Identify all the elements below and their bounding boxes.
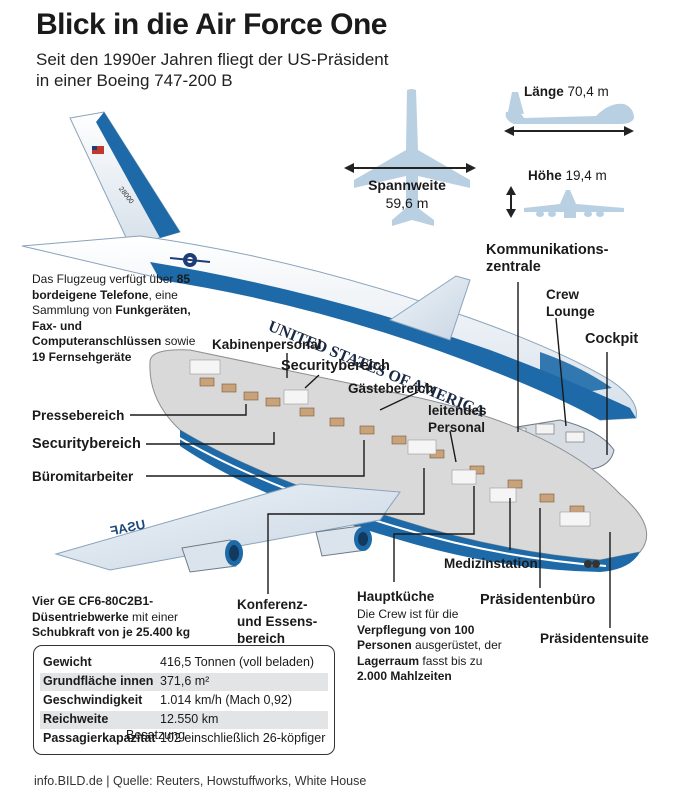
specs-table: Gewicht 416,5 Tonnen (voll beladen) Grun… <box>33 645 335 755</box>
label-gaestebereich: Gästebereich <box>348 381 434 396</box>
spec-key: Grundfläche innen <box>43 674 154 688</box>
intro-text: Das Flugzeug verfügt über 85 bordeigene … <box>32 272 207 365</box>
label-konferenz-line2: und Essens- <box>237 614 318 629</box>
height-value: 19,4 m <box>565 168 607 183</box>
side-view-silhouette <box>505 92 634 124</box>
intro-b3: 19 Fernsehgeräte <box>32 349 132 364</box>
intro-t3: sowie <box>161 334 196 348</box>
label-cockpit: Cockpit <box>585 331 639 347</box>
spec-key: Gewicht <box>43 655 92 669</box>
label-kommunikationszentrale: Kommunikations- zentrale <box>486 242 608 276</box>
engine-b1: Vier GE CF6-80C2B1- <box>32 594 154 608</box>
intro-b2: Funkgeräten, Fax- und Computeranschlüsse… <box>32 303 191 348</box>
top-view-silhouette <box>354 89 470 226</box>
intro-t2: , eine Sammlung von <box>32 287 178 318</box>
upper-fuselage <box>21 235 637 421</box>
label-kommunikation-line2: zentrale <box>486 259 541 275</box>
engine-b2: Schubkraft von je 25.400 kg <box>32 625 191 639</box>
label-konferenz-line1: Konferenz- <box>237 597 308 612</box>
lower-fuselage-cutaway <box>149 349 648 572</box>
length-value: 70,4 m <box>567 84 609 99</box>
kitchen-t3: fasst bis zu <box>419 653 483 668</box>
label-leitendes-line2: Personal <box>428 420 486 435</box>
label-securitybereich-left: Securitybereich <box>32 436 141 452</box>
spec-row-passagierkapazitaet: Passagierkapazität 102 einschließlich 26… <box>40 730 328 748</box>
label-medizinstation: Medizinstation <box>444 556 538 571</box>
tail-fin <box>69 111 181 247</box>
kitchen-b1: Verpflegung von 100 Personen <box>357 622 475 653</box>
label-crew-lounge: Crew Lounge <box>546 286 595 320</box>
front-view-silhouette <box>524 190 624 218</box>
spec-row-geschwindigkeit: Geschwindigkeit 1.014 km/h (Mach 0,92) <box>40 692 328 710</box>
page-title: Blick in die Air Force One <box>36 8 387 41</box>
label-kommunikation-line1: Kommunikations- <box>486 242 609 258</box>
label-securitybereich-top: Securitybereich <box>281 358 390 374</box>
length-dimension: Länge 70,4 m <box>524 84 609 99</box>
label-hauptkueche: Hauptküche <box>357 589 435 604</box>
label-konferenzbereich: Konferenz- und Essens- bereich <box>237 596 317 647</box>
span-label: Spannweite <box>368 177 446 193</box>
height-dimension: Höhe 19,4 m <box>528 168 607 183</box>
span-arrow <box>344 163 476 173</box>
span-dimension: Spannweite 59,6 m <box>360 176 454 212</box>
kitchen-b3: 2.000 Mahlzeiten <box>357 669 452 683</box>
spec-value-continued: Besatzung <box>126 728 186 742</box>
engine-t1: Düsentriebwerke <box>32 609 129 624</box>
spec-row-reichweite: Reichweite 12.550 km <box>40 711 328 729</box>
kitchen-b2: Lagerraum <box>357 653 420 668</box>
label-pressebereich: Pressebereich <box>32 408 125 423</box>
lower-wing <box>54 483 401 571</box>
height-arrow <box>506 186 516 218</box>
subtitle-line-1: Seit den 1990er Jahren fliegt der US-Prä… <box>36 50 389 69</box>
engine-t2: mit einer <box>128 609 179 624</box>
label-crew-line1: Crew <box>546 287 580 302</box>
label-crew-line2: Lounge <box>546 304 595 319</box>
spec-key: Passagierkapazität <box>43 731 156 745</box>
spec-value: 102 einschließlich 26-köpfiger <box>160 731 326 745</box>
spec-value: 371,6 m² <box>160 674 210 688</box>
engine-note: Vier GE CF6-80C2B1-Düsentriebwerke mit e… <box>32 594 232 641</box>
label-kabinenpersonal: Kabinenpersonal <box>212 337 322 352</box>
spec-value: 1.014 km/h (Mach 0,92) <box>160 693 293 707</box>
engine-pods <box>181 525 372 573</box>
intro-t1: Das Flugzeug verfügt über <box>32 272 177 286</box>
label-konferenz-line3: bereich <box>237 631 286 646</box>
spec-row-gewicht: Gewicht 416,5 Tonnen (voll beladen) <box>40 654 328 672</box>
label-leitendes-line1: leitendes <box>428 403 487 418</box>
label-praesidentenbuero: Präsidentenbüro <box>480 592 596 608</box>
spec-key: Reichweite <box>43 712 109 726</box>
kitchen-t1: Die Crew ist für die <box>357 607 459 621</box>
kitchen-t2: ausgerüstet, der <box>411 638 502 652</box>
spec-row-grundflaeche: Grundfläche innen 371,6 m² <box>40 673 328 691</box>
leader-lines <box>130 282 611 628</box>
spec-key: Geschwindigkeit <box>43 693 143 707</box>
label-leitendes-personal: leitendes Personal <box>428 402 487 436</box>
length-label: Länge <box>524 84 564 99</box>
source-footer: info.BILD.de | Quelle: Reuters, Howstuff… <box>34 774 367 788</box>
spec-value: 416,5 Tonnen (voll beladen) <box>160 655 315 669</box>
landing-gear <box>584 560 600 568</box>
height-label: Höhe <box>528 168 562 183</box>
upper-wing <box>388 275 471 341</box>
subtitle-line-2: in einer Boeing 747-200 B <box>36 71 233 90</box>
span-value: 59,6 m <box>385 195 429 211</box>
spec-value: 12.550 km <box>160 712 219 726</box>
kitchen-note: Die Crew ist für die Verpflegung von 100… <box>357 607 507 685</box>
intro-b1: 85 bordeigene Telefone <box>32 272 191 302</box>
length-arrow <box>504 126 634 136</box>
label-bueromitarbeiter: Büromitarbeiter <box>32 469 134 484</box>
label-praesidentensuite: Präsidentensuite <box>540 631 649 646</box>
